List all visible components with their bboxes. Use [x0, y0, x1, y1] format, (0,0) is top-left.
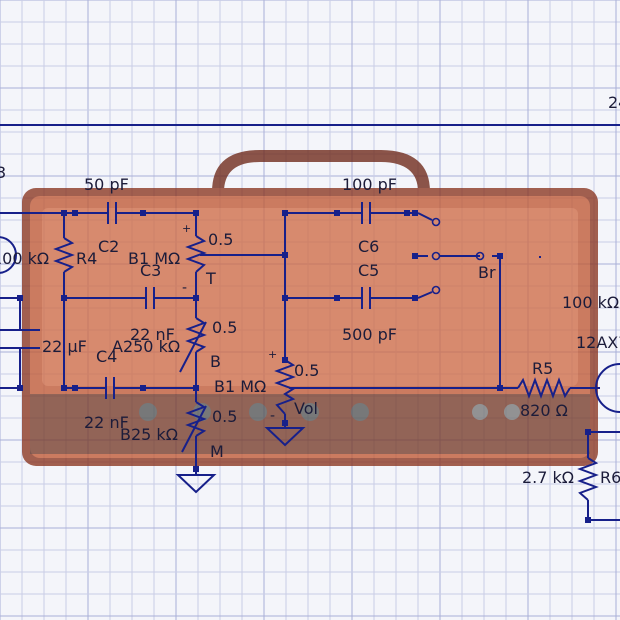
- label-r-100k-right: 100 kΩ: [562, 293, 619, 312]
- label-r5-value: 820 Ω: [520, 401, 568, 420]
- label-r5-name: R5: [532, 359, 553, 378]
- capacitor-22uf: [6, 329, 34, 349]
- label-c2-name: C2: [98, 237, 119, 256]
- label-mid-pot-letter: M: [210, 442, 224, 461]
- label-c3-name: C3: [140, 261, 161, 280]
- wires: [0, 212, 620, 521]
- tube-icon: [595, 363, 620, 413]
- label-c2-value: 50 pF: [84, 175, 129, 194]
- label-minus-vol: -: [270, 408, 275, 424]
- label-c3-value: 22 nF: [130, 325, 175, 344]
- pot-bass: [179, 317, 207, 373]
- label-bright-switch: Br: [478, 263, 496, 282]
- pot-mid: [181, 401, 207, 453]
- label-plus: +: [182, 222, 191, 235]
- resistor-r6: [577, 457, 599, 501]
- label-vol-pot-letter: Vol: [294, 399, 318, 418]
- pot-volume: [274, 359, 300, 415]
- label-bass-pot-position: 0.5: [212, 318, 237, 337]
- label-mid-pot-position: 0.5: [212, 407, 237, 426]
- label-c4-name: C4: [96, 347, 117, 366]
- label-vol-pot-value: B1 MΩ: [214, 377, 266, 396]
- capacitor-c5: [361, 287, 371, 309]
- capacitor-c2: [107, 202, 117, 224]
- labels: 24 3 50 pF C2 100 kΩ R4 B1 MΩ 0.5 T + - …: [0, 93, 620, 487]
- label-r4-value: 100 kΩ: [0, 249, 49, 268]
- label-minus: -: [182, 280, 187, 296]
- ground-icon: [175, 474, 217, 494]
- ground-icon: [264, 427, 306, 447]
- label-cap-22uf: 22 μF: [42, 337, 87, 356]
- label-c5-name: C5: [358, 261, 379, 280]
- label-r4-name: R4: [76, 249, 97, 268]
- label-tube: 12AX7: [576, 333, 620, 352]
- label-mid-pot-value: B25 kΩ: [120, 425, 178, 444]
- label-c4-value: 22 nF: [84, 413, 129, 432]
- label-bass-pot-letter: B: [210, 352, 221, 371]
- label-r6-value: 2.7 kΩ: [522, 468, 574, 487]
- capacitor-c4: [105, 377, 115, 399]
- label-treble-pot-letter: T: [205, 269, 216, 288]
- label-c6-value: 100 pF: [342, 175, 397, 194]
- label-bass-pot-value: A250 kΩ: [112, 337, 180, 356]
- junction-dots: [17, 210, 591, 523]
- label-left-number: 3: [0, 163, 6, 182]
- resistor-r4: [53, 237, 75, 273]
- label-r6-name: R6: [600, 468, 620, 487]
- resistor-r5: [517, 377, 571, 399]
- pot-treble: [185, 235, 212, 273]
- label-vol-pot-position: 0.5: [294, 361, 319, 380]
- label-c5-value: 500 pF: [342, 325, 397, 344]
- label-treble-pot-value: B1 MΩ: [128, 249, 180, 268]
- label-plus-vol: +: [268, 348, 277, 361]
- label-c6-name: C6: [358, 237, 379, 256]
- input-jack-icon: [0, 236, 17, 274]
- label-treble-pot-position: 0.5: [208, 230, 233, 249]
- capacitor-c3: [145, 287, 155, 309]
- capacitor-c6: [361, 202, 371, 224]
- bright-switch: [417, 212, 485, 299]
- label-top-right-number: 24: [608, 93, 620, 112]
